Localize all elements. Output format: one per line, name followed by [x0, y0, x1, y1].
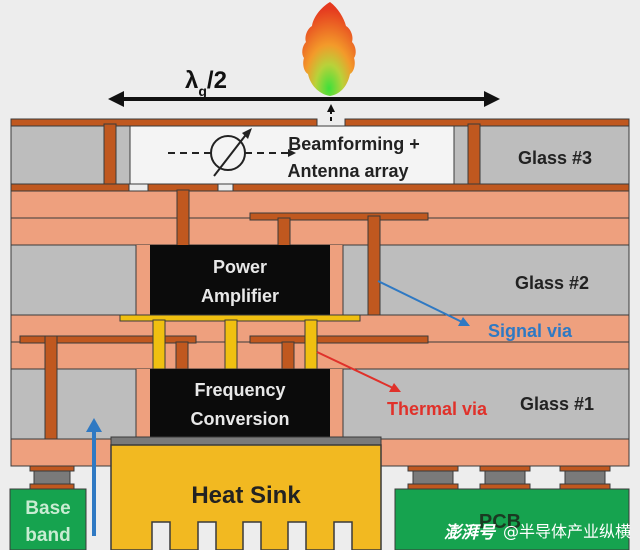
glass3-right-sliver	[453, 125, 469, 185]
signal-via	[367, 215, 381, 327]
phase-shifter-icon	[168, 128, 296, 177]
pa-label-line1: Power	[213, 257, 267, 277]
signal-trace-lower	[249, 335, 429, 344]
copper-l3-left	[10, 183, 130, 192]
solder-bump-pcb-1	[407, 465, 459, 490]
heat-sink-label: Heat Sink	[191, 482, 301, 509]
thermal-via-label: Thermal via	[387, 399, 488, 419]
glass3-label: Glass #3	[518, 148, 592, 168]
fc-label-line1: Frequency	[194, 380, 285, 400]
heat-sink	[110, 444, 382, 550]
watermark: 澎湃号 @半导体产业纵横	[444, 522, 631, 543]
thermal-via-2	[224, 319, 238, 370]
glass2-label: Glass #2	[515, 273, 589, 293]
watermark-logo: 澎湃号	[444, 523, 497, 543]
pcb-block	[394, 488, 630, 550]
glass1-label: Glass #1	[520, 394, 594, 414]
glass3-left-block	[10, 125, 106, 185]
baseband-label-line2: band	[25, 525, 70, 546]
baseband-block	[9, 488, 87, 550]
bottom-rdl-right	[379, 438, 630, 467]
pa-label-line2: Amplifier	[201, 286, 279, 306]
signal-via-label: Signal via	[488, 321, 573, 341]
glass2-block	[342, 244, 630, 316]
signal-via-callout-arrow	[377, 280, 470, 326]
power-amplifier-chip	[150, 245, 330, 315]
beamforming-label-line2: Antenna array	[287, 161, 408, 181]
glass1-block	[342, 368, 630, 440]
thermal-via-1	[152, 319, 166, 370]
solder-bump-pcb-2	[479, 465, 531, 490]
solder-bump-baseband	[29, 465, 75, 490]
glass3-left-sliver	[115, 125, 131, 185]
radiation-beam-lobe	[302, 2, 356, 96]
via-fc-right	[281, 341, 295, 370]
antenna-cavity	[129, 125, 465, 185]
antenna-feed-arrow	[327, 104, 335, 124]
via-pa-top	[176, 189, 190, 247]
via-fc-left	[175, 341, 189, 370]
thermal-interface	[110, 436, 382, 446]
beamforming-label-line1: Beamforming +	[288, 134, 420, 154]
glass2-left-block	[10, 244, 137, 316]
thermal-via-callout-arrow	[316, 351, 401, 392]
wavelength-label: λg/2	[185, 67, 227, 99]
fc-label-line2: Conversion	[190, 409, 289, 429]
glass3-via-right	[467, 123, 481, 187]
copper-l3-right	[232, 183, 630, 192]
baseband-label-line1: Base	[25, 498, 70, 519]
solder-bump-pcb-3	[559, 465, 611, 490]
thermal-via-3	[304, 319, 318, 370]
rdl-layer-b	[10, 217, 630, 246]
top-copper-left	[10, 118, 318, 127]
thermal-spreader	[119, 314, 361, 322]
via-rdl-short	[277, 217, 291, 247]
baseband-signal-arrow	[86, 418, 102, 536]
wavelength-dimension-arrow	[108, 91, 500, 107]
top-copper-right	[344, 118, 630, 127]
frequency-conversion-chip	[150, 369, 330, 437]
glass3-block	[479, 125, 630, 185]
baseband-trace	[19, 335, 197, 344]
glass1-left-block	[10, 368, 137, 440]
pcb-label: PCB	[479, 511, 521, 533]
rdl-layer-d	[10, 341, 630, 370]
watermark-text: @半导体产业纵横	[503, 522, 631, 541]
rdl-trace	[249, 212, 429, 221]
glass3-via-left	[103, 123, 117, 187]
